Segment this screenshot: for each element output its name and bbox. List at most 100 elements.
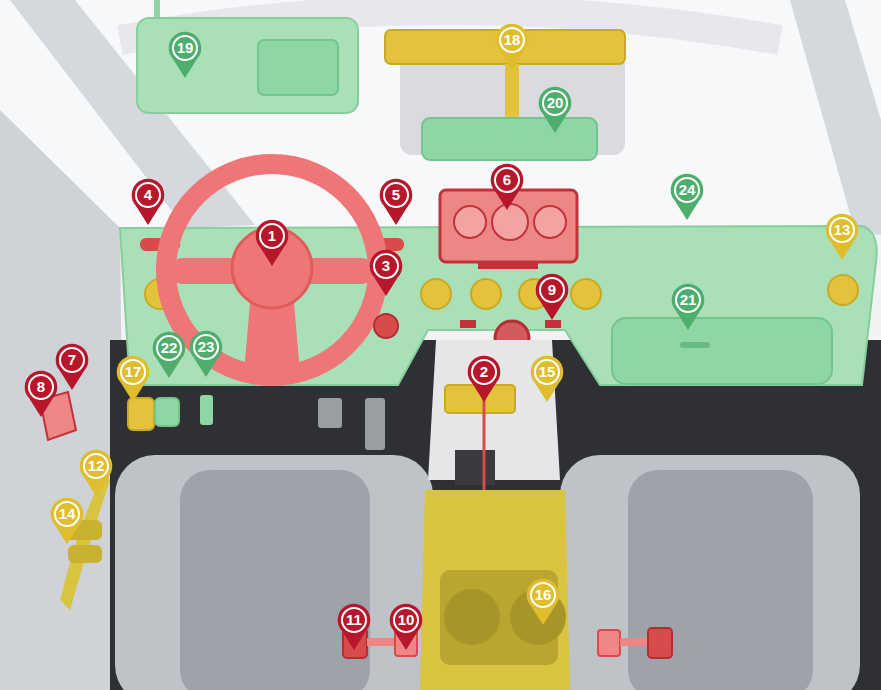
- button: [545, 320, 561, 328]
- pin-marker: [25, 371, 58, 417]
- hood-release: [200, 395, 213, 425]
- callout-pin: [169, 32, 202, 78]
- air-vent: [828, 275, 858, 305]
- glove-box-handle: [680, 342, 710, 348]
- callout-pin: [491, 164, 524, 210]
- seat-back: [180, 470, 370, 690]
- callout-number: 11: [339, 610, 369, 630]
- seat: [115, 455, 433, 690]
- pin-marker: [132, 179, 165, 225]
- belt-tongue: [598, 630, 620, 656]
- callout-number: 15: [532, 362, 562, 382]
- callout-number: 1: [257, 226, 287, 246]
- mirror: [422, 118, 597, 160]
- pin-marker: [51, 498, 84, 544]
- sun-visor: [137, 0, 358, 113]
- callout-number: 18: [497, 30, 527, 50]
- switch: [128, 398, 154, 430]
- callout-number: 4: [133, 185, 163, 205]
- belt-latch: [367, 638, 395, 646]
- belt-buckle: [648, 628, 672, 658]
- pin-marker: [390, 604, 423, 650]
- air-vent: [421, 279, 451, 309]
- gauge: [454, 206, 486, 238]
- callout-pin: [25, 371, 58, 417]
- callout-number: 24: [672, 180, 702, 200]
- callout-number: 9: [537, 280, 567, 300]
- callout-number: 5: [381, 185, 411, 205]
- callout-pin: [380, 179, 413, 225]
- pin-marker: [56, 344, 89, 390]
- callout-pin: [256, 220, 289, 266]
- cluster-base: [478, 263, 538, 269]
- pin-marker: [491, 164, 524, 210]
- callout-number: 16: [528, 585, 558, 605]
- callout-number: 19: [170, 38, 200, 58]
- pin-marker: [496, 24, 529, 70]
- pin-marker: [370, 250, 403, 296]
- gauge: [534, 206, 566, 238]
- callout-pin: [496, 24, 529, 70]
- pin-marker: [527, 579, 560, 625]
- armrest: [420, 490, 570, 690]
- callout-pin: [338, 604, 371, 650]
- callout-pin: [672, 284, 705, 330]
- callout-pin: [527, 579, 560, 625]
- pedal: [318, 398, 342, 428]
- pin-marker: [153, 332, 186, 378]
- mirror-mount: [505, 64, 519, 119]
- pin-marker: [539, 87, 572, 133]
- callout-pin: [671, 174, 704, 220]
- pin-marker: [190, 331, 223, 377]
- wheel-rim: [166, 164, 378, 376]
- callout-pin: [51, 498, 84, 544]
- pin-marker: [672, 284, 705, 330]
- gauge: [492, 204, 528, 240]
- callout-number: 7: [57, 350, 87, 370]
- pin-marker: [338, 604, 371, 650]
- callout-number: 12: [81, 456, 111, 476]
- pin-marker: [531, 356, 564, 402]
- pedal: [365, 398, 385, 450]
- callout-pin: [56, 344, 89, 390]
- right-pillar: [790, 0, 881, 235]
- pin-marker: [80, 450, 113, 496]
- pin-marker: [256, 220, 289, 266]
- callout-pin: [468, 356, 501, 402]
- callout-pin: [390, 604, 423, 650]
- pin-marker: [671, 174, 704, 220]
- belt-latch: [620, 638, 648, 646]
- callout-pin: [531, 356, 564, 402]
- callout-number: 22: [154, 338, 184, 358]
- callout-pin: [536, 274, 569, 320]
- center-console: [420, 340, 570, 690]
- callout-number: 13: [827, 220, 857, 240]
- callout-number: 3: [371, 256, 401, 276]
- left-door: [0, 110, 125, 690]
- air-vent: [471, 279, 501, 309]
- callout-number: 8: [26, 377, 56, 397]
- pedals: [318, 398, 385, 450]
- cupholder: [444, 589, 500, 645]
- callout-number: 21: [673, 290, 703, 310]
- callout-number: 20: [540, 93, 570, 113]
- button: [460, 320, 476, 328]
- glove-box: [612, 318, 832, 384]
- air-vent: [571, 279, 601, 309]
- pin-marker: [169, 32, 202, 78]
- gear-shift: [483, 395, 486, 490]
- switch: [155, 398, 179, 426]
- callout-pin: [190, 331, 223, 377]
- callout-number: 2: [469, 362, 499, 382]
- steering-wheel: [140, 164, 404, 376]
- callout-pin: [80, 450, 113, 496]
- seats: [115, 455, 860, 690]
- seat-belts: [343, 628, 672, 658]
- pin-marker: [536, 274, 569, 320]
- shifter-panel: [455, 450, 495, 485]
- seat: [560, 455, 860, 690]
- callout-number: 14: [52, 504, 82, 524]
